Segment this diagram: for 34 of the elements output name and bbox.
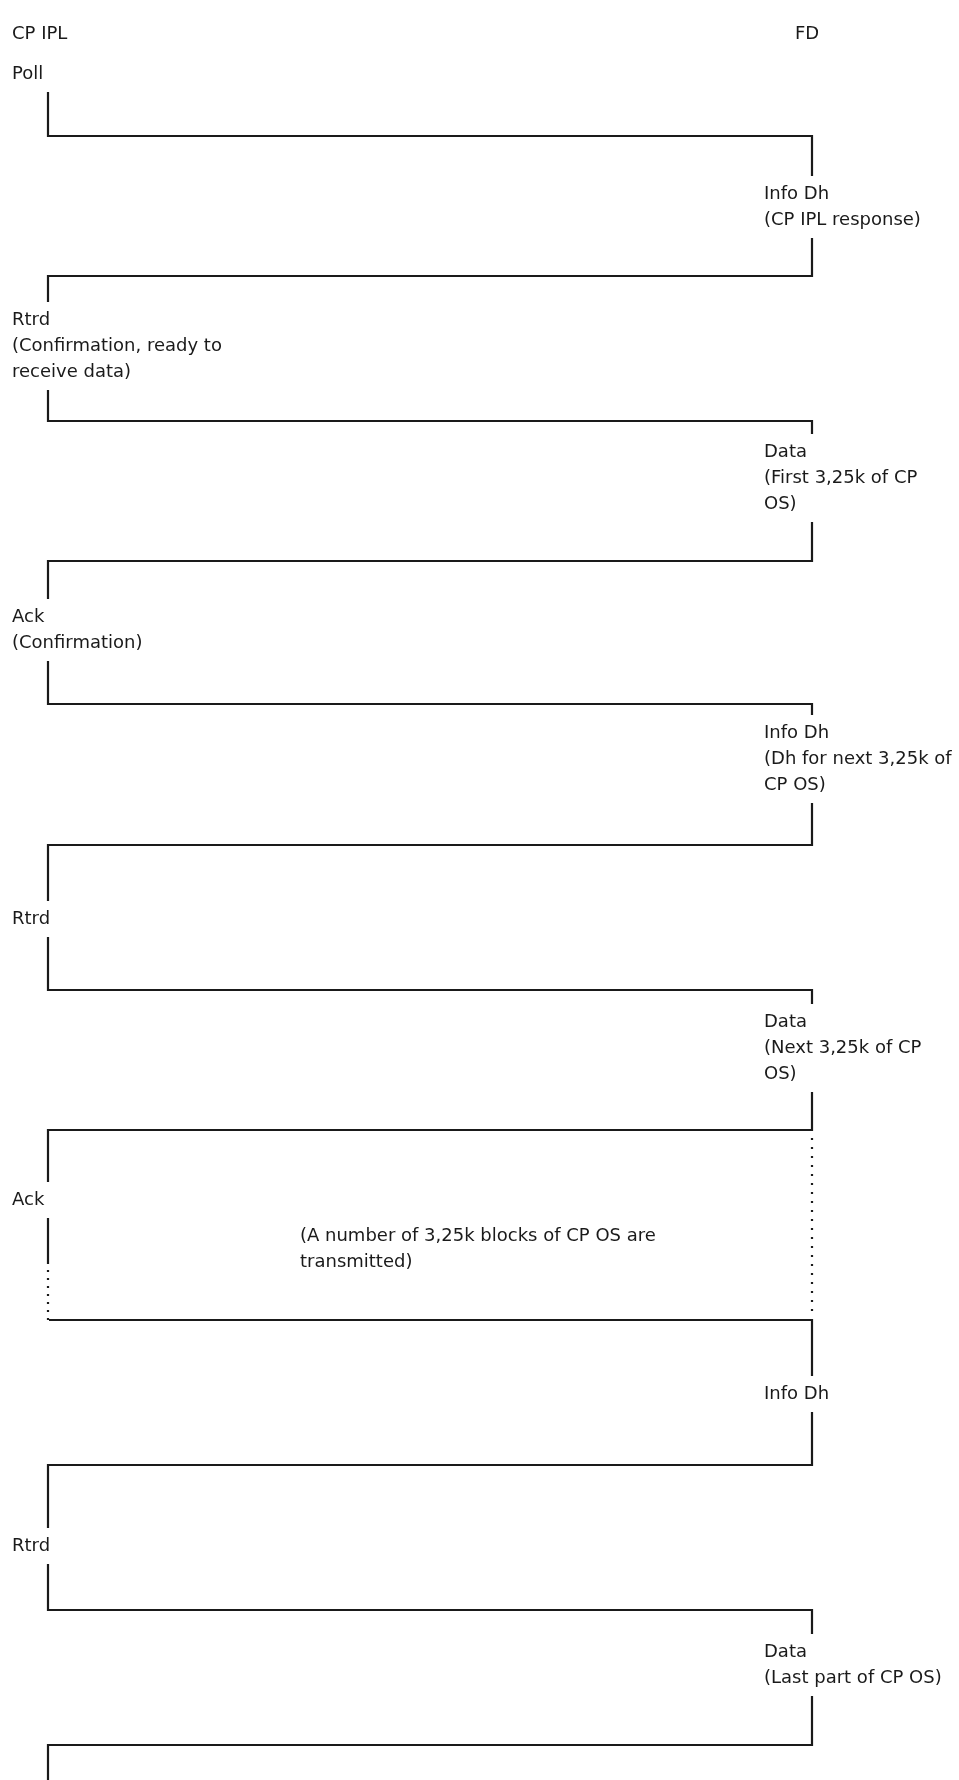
message-name: Info Dh <box>764 1381 830 1405</box>
connector-line <box>46 238 814 302</box>
message-name: Poll <box>12 61 44 85</box>
connector-line <box>46 803 814 901</box>
column-heading: FD <box>795 21 820 45</box>
message-name: Rtrd <box>12 307 51 331</box>
message-description: (Next 3,25k of CP OS) <box>764 1035 923 1085</box>
message-description: (Last part of CP OS) <box>764 1665 942 1689</box>
message-description: (CP IPL response) <box>764 207 921 231</box>
message-description: (Confirmation) <box>12 630 143 654</box>
message-name: Info Dh <box>764 181 830 205</box>
connector-line <box>46 937 814 1004</box>
message-description: (Dh for next 3,25k of CP OS) <box>764 746 953 796</box>
message-name: Data <box>764 439 807 463</box>
connector-line <box>46 1412 814 1528</box>
connector-line <box>46 522 814 599</box>
message-description: (First 3,25k of CP OS) <box>764 465 919 515</box>
connector-line <box>46 661 814 715</box>
message-description: (Confirmation, ready to receive data) <box>12 333 223 383</box>
message-name: Rtrd <box>12 906 51 930</box>
message-name: Data <box>764 1009 807 1033</box>
connector-line <box>46 1696 814 1780</box>
column-heading: CP IPL <box>12 21 68 45</box>
message-name: Ack <box>12 604 45 628</box>
note: (A number of 3,25k blocks of CP OS are transmitted) <box>300 1223 657 1273</box>
message-name: Data <box>764 1639 807 1663</box>
message-name: Info Dh <box>764 720 830 744</box>
message-name: Ack <box>12 1187 45 1211</box>
connector-line <box>46 390 814 434</box>
connector-line <box>46 92 814 176</box>
connector-line <box>46 1218 814 1376</box>
connector-line <box>46 1092 814 1182</box>
message-name: Rtrd <box>12 1533 51 1557</box>
connector-line <box>46 1564 814 1634</box>
